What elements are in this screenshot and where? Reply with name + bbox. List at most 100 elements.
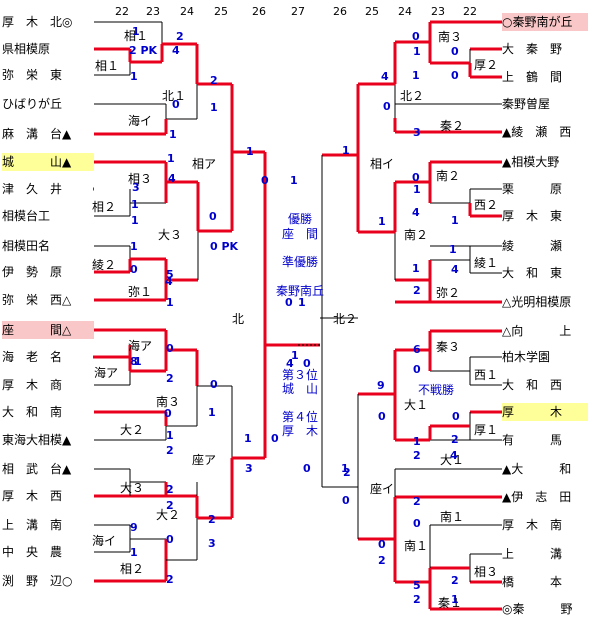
score: 2 (176, 30, 184, 43)
score: 0 (303, 462, 311, 475)
match-label: 相２ (92, 200, 117, 214)
date-label: 23 (431, 5, 445, 18)
match-label: 南２ (436, 169, 461, 183)
team-name: 座 間△ (2, 321, 94, 339)
match-label: 弥２ (436, 286, 461, 300)
score: 2 (413, 284, 421, 297)
score: 2 (208, 513, 216, 526)
team-name: 上 溝 (502, 547, 563, 561)
score: 2 (166, 499, 174, 512)
match-label: 北１ (162, 89, 187, 103)
team-name: 海 老 名 (2, 350, 63, 364)
score: 1 (451, 593, 459, 606)
team-name: 厚 木 南 (502, 518, 563, 532)
score: 1 (413, 45, 421, 58)
team-name: 秦野曽屋 (502, 97, 551, 111)
score: 0 (285, 296, 293, 309)
match-label: 北２ (333, 312, 358, 326)
team-name: 厚 木 商 (2, 378, 63, 392)
score: 0 (210, 378, 218, 391)
match-label: 綾２ (92, 258, 117, 272)
score: 1 (449, 243, 457, 256)
team-name: ▲相模大野 (502, 155, 560, 169)
match-label: 大１ (440, 453, 465, 467)
score: 0 (378, 410, 386, 423)
team-name: ▲伊 志 田 (502, 490, 572, 504)
score: 1 (412, 262, 420, 275)
team-name: 橋 本 (502, 575, 563, 589)
score: 1 (166, 296, 174, 309)
score: 4 (168, 172, 176, 185)
match-label: 西１ (474, 368, 499, 382)
score: 9 (377, 379, 385, 392)
runner-up-label: 準優勝 (281, 255, 318, 269)
score: 5 (166, 268, 174, 281)
match-label: 厚１ (474, 423, 499, 437)
match-label: 弥１ (128, 285, 153, 299)
team-name: ▲大 和 (502, 462, 572, 476)
score: 4 (286, 357, 294, 370)
score: 0 (130, 263, 138, 276)
match-label: 南３ (438, 30, 463, 44)
match-label: 南１ (404, 539, 429, 553)
team-name: 弥 栄 西△ (2, 293, 72, 307)
score: 1 (451, 214, 459, 227)
team-name: 厚 木 西 (2, 489, 63, 503)
team-name: 相 武 台▲ (2, 462, 72, 476)
team-name: 相模田名 (2, 239, 51, 253)
score: 1 (167, 152, 175, 165)
date-label: 24 (180, 5, 194, 18)
date-label: 23 (146, 5, 160, 18)
match-label: 大２ (120, 423, 145, 437)
score: 1 (341, 462, 349, 475)
date-label: 24 (398, 5, 412, 18)
score: 0 (271, 432, 279, 445)
team-name: 東海大相模▲ (2, 433, 72, 447)
score: 2 (166, 372, 174, 385)
score: 1 (208, 406, 216, 419)
match-label: 秦２ (440, 119, 465, 133)
date-label: 26 (252, 5, 266, 18)
score: 1 (131, 198, 139, 211)
match-label: 秦１ (438, 596, 463, 610)
team-name: 渕 野 辺○ (2, 574, 73, 588)
third-place-name: 城 山 (281, 382, 318, 396)
team-name: 大 和 東 (502, 266, 563, 280)
score: 4 (412, 206, 420, 219)
score: 1 (130, 546, 138, 559)
score: 0 (166, 342, 174, 355)
team-name: ひばりが丘 (2, 97, 63, 111)
score: 4 (381, 70, 389, 83)
score: 2 (210, 74, 218, 87)
team-name: 厚 木 東 (502, 209, 563, 223)
score: 0 (413, 517, 421, 530)
score: 0 (413, 363, 421, 376)
match-label: 大２ (156, 508, 181, 522)
score: 0 (452, 410, 460, 423)
team-name: ○秦野南が丘 (502, 13, 588, 31)
match-label: 座ア (192, 453, 217, 467)
score: 0 (451, 45, 459, 58)
match-label: 座イ (370, 482, 395, 496)
score: 3 (132, 181, 140, 194)
score: 1 (130, 70, 138, 83)
score: 2 (343, 466, 351, 479)
match-label: 相１ (95, 59, 120, 73)
score: 0 (164, 407, 172, 420)
fourth-place-label: 第４位 (281, 410, 318, 424)
team-name: 津 久 井 (2, 182, 63, 196)
score: 1 (169, 128, 177, 141)
score: 1 (166, 429, 174, 442)
team-name: 城 山▲ (2, 153, 94, 171)
team-name: △向 上 (502, 324, 572, 338)
score: 0 PK (210, 240, 239, 253)
match-label: 秦３ (436, 340, 461, 354)
date-label: 26 (333, 5, 347, 18)
score: 1 (378, 215, 386, 228)
score: 1 (290, 174, 298, 187)
score: 5 (413, 579, 421, 592)
score: 2 (413, 449, 421, 462)
match-label: 南３ (156, 395, 181, 409)
